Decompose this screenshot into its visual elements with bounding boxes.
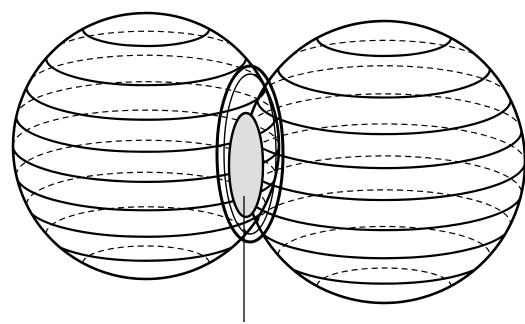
sphere-outline	[243, 21, 525, 303]
right-sphere	[243, 20, 525, 304]
intersection-disc	[229, 113, 263, 217]
